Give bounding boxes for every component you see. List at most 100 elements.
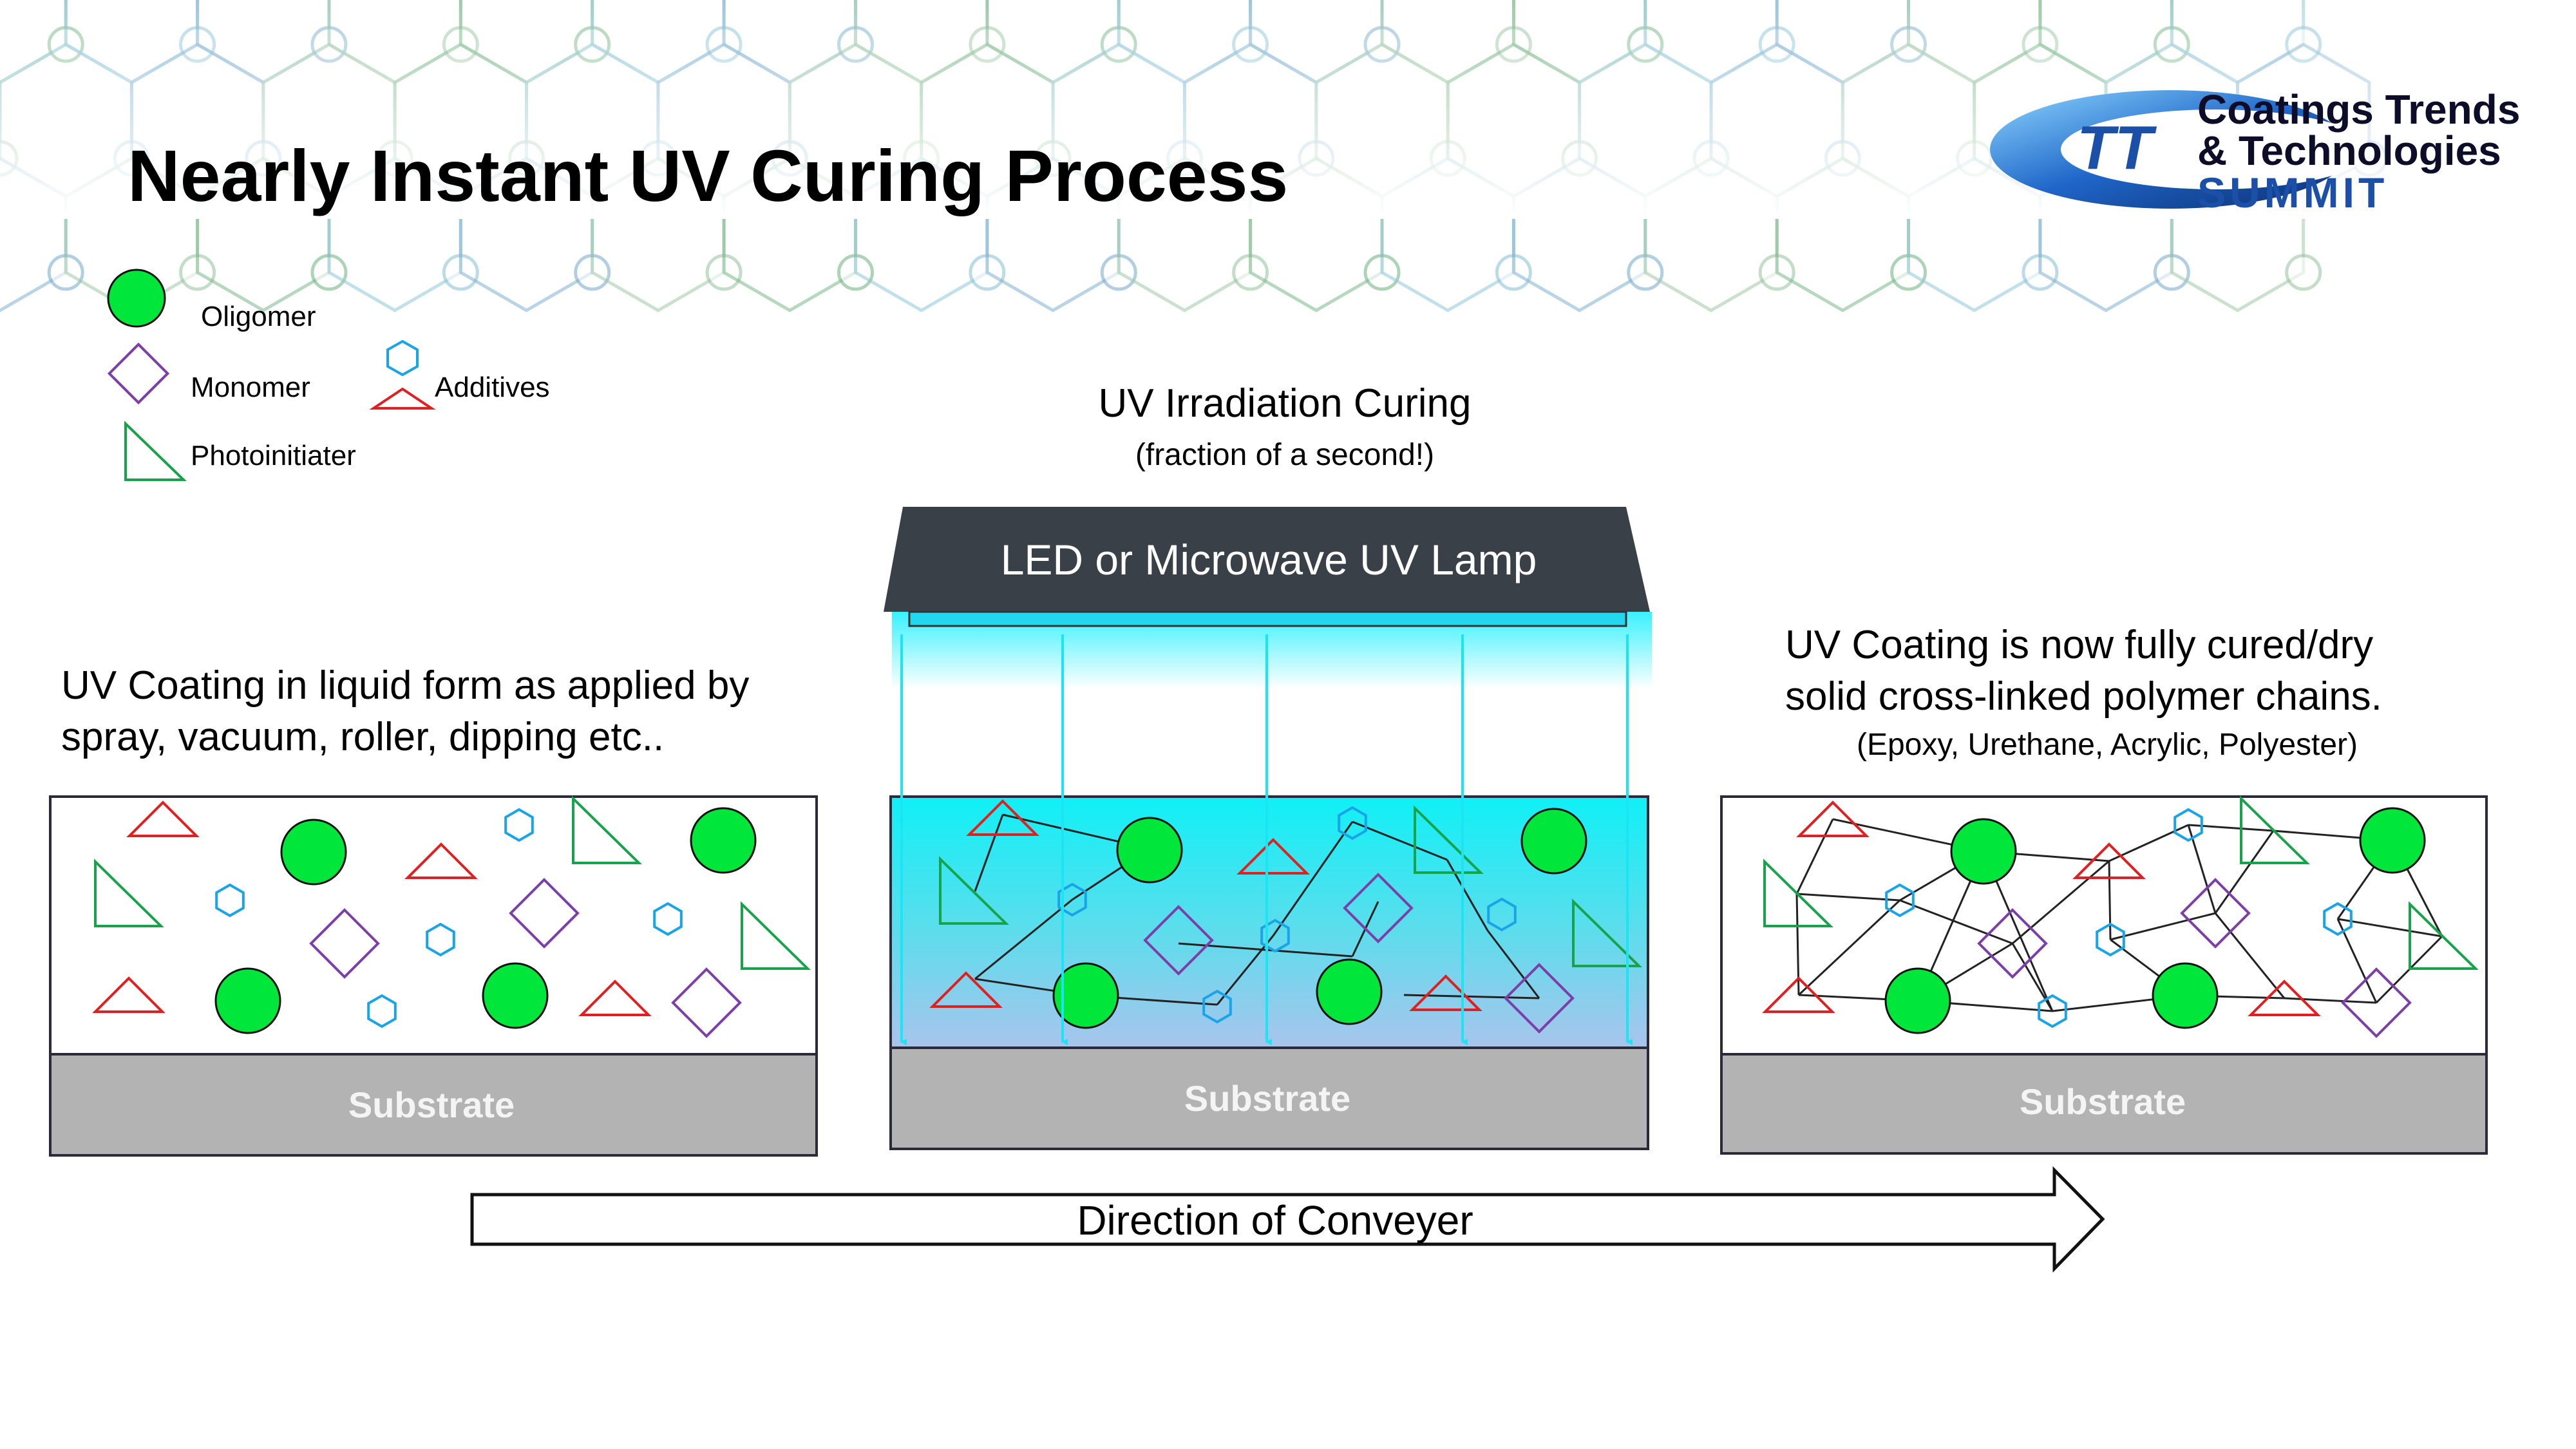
crosslink-line (2337, 918, 2443, 938)
oligomer-icon (1316, 958, 1383, 1025)
additive-hexagon-icon (426, 922, 455, 957)
additive-triangle-icon (966, 799, 1039, 836)
crosslink-line (2214, 913, 2286, 999)
lamp-label: LED or Microwave UV Lamp (1001, 536, 1537, 583)
oligomer-icon (280, 819, 347, 886)
liquid-coating-panel: Substrate (49, 795, 818, 1157)
additive-hexagon-icon (1260, 918, 1290, 953)
lamp-housing (884, 507, 1650, 612)
conveyer-arrow-shape (470, 1166, 2105, 1273)
photoinitiator-icon (2409, 901, 2479, 970)
crosslink-line (1352, 820, 1448, 861)
photoinitiator-icon (1414, 805, 1484, 874)
monomer-icon (671, 967, 742, 1038)
monomer-icon (509, 878, 580, 949)
oligomer-icon (2359, 807, 2426, 874)
additive-triangle-icon (126, 800, 200, 837)
additive-triangle-icon (2072, 842, 2146, 879)
crosslink-line (2108, 860, 2112, 940)
molecules (1762, 795, 2479, 1038)
oligomer-icon (1520, 808, 1587, 875)
oligomer-icon (2152, 962, 2219, 1029)
photoinitiator-icon (124, 421, 187, 481)
oligomer-icon (1950, 818, 2017, 885)
crosslink-line (1797, 899, 1901, 996)
additive-hexagon-icon (2174, 808, 2203, 842)
substrate (49, 1053, 818, 1157)
crosslink-line (1272, 821, 1354, 936)
uv-stage-heading: UV Irradiation Curing (1099, 381, 1472, 426)
logo-mark: TT (2077, 113, 2157, 182)
uv-rays (900, 634, 1633, 1045)
crosslink-line (2110, 912, 2216, 941)
legend-monomer-label: Monomer (191, 372, 310, 403)
additive-hexagon-icon (1885, 883, 1915, 918)
crosslink-line (974, 814, 1004, 892)
additive-triangle-icon (404, 842, 478, 879)
photoinitiator-icon (741, 901, 811, 970)
conveyer-arrow-label: Direction of Conveyer (1077, 1197, 1473, 1244)
oligomer-icon (107, 269, 166, 328)
crosslink-line (2336, 918, 2378, 1003)
forming-crosslinks (974, 813, 1540, 1006)
oligomer-icon (214, 967, 281, 1034)
monomer-icon (2180, 878, 2251, 949)
uv-stage-subheading: (fraction of a second!) (1135, 438, 1434, 472)
cured-caption-line-1: UV Coating is now fully cured/dry (1785, 623, 2373, 667)
additive-hexagon-icon (1487, 897, 1517, 932)
conveyer-arrow: Direction of Conveyer (470, 1166, 2105, 1273)
substrate-label: Substrate (1184, 1078, 1350, 1119)
molecules (92, 795, 811, 1038)
crosslink-line (1216, 935, 1274, 1005)
crosslink-line (1486, 930, 1540, 999)
additive-triangle-icon (1762, 976, 1835, 1013)
substrate-label: Substrate (348, 1084, 515, 1125)
additive-hexagon-icon (1202, 989, 1232, 1024)
crosslink-line (2012, 860, 2110, 945)
oligomer-icon (690, 807, 757, 874)
legend: Oligomer Monomer Additives Photoinitiate… (107, 269, 550, 481)
additive-hexagon-icon (2038, 994, 2067, 1028)
substrate-label: Substrate (2020, 1081, 2186, 1122)
oligomer-icon (1052, 962, 1119, 1029)
crosslink-line (2214, 830, 2275, 914)
photoinitiator-icon (572, 795, 642, 864)
monomer-icon (1504, 963, 1575, 1034)
cured-caption-line-3: (Epoxy, Urethane, Acrylic, Polyester) (1857, 728, 2358, 762)
cured-coating-panel: Substrate (1720, 795, 2488, 1155)
liquid-caption-line-2: spray, vacuum, roller, dipping etc.. (61, 715, 664, 759)
crosslink-line (974, 898, 1073, 980)
photoinitiator-icon (939, 856, 1009, 925)
additive-triangle-icon (929, 971, 1003, 1008)
coating-layer (49, 795, 818, 1056)
monomer-icon (2341, 967, 2412, 1038)
crosslink-line (2284, 997, 2377, 1004)
additive-triangle-icon (1796, 800, 1870, 837)
coating-layer (1720, 795, 2488, 1056)
logo-swoosh-inner (2061, 109, 2370, 189)
oligomer-icon (1116, 817, 1183, 884)
monomer-icon (309, 908, 380, 979)
additive-hexagon-icon (1338, 806, 1367, 840)
legend-additives-label: Additives (435, 372, 550, 403)
lamp-emitter (908, 611, 1627, 627)
crosslink-line (2187, 824, 2217, 914)
oligomer-icon (482, 962, 549, 1029)
additive-hexagon-icon (504, 808, 534, 842)
legend-photoinitiator-label: Photoinitiater (191, 440, 356, 471)
additive-triangle-icon (369, 387, 436, 410)
additive-hexagon-icon (215, 883, 245, 918)
uv-lamp: LED or Microwave UV Lamp (884, 507, 1652, 689)
logo-line-2: & Technologies (2197, 128, 2501, 174)
additive-hexagon-icon (653, 902, 683, 936)
summit-logo: TT Coatings Trends & Technologies SUMMIT (1990, 86, 2520, 216)
additive-triangle-icon (578, 980, 652, 1016)
legend-oligomer-label: Oligomer (201, 301, 316, 332)
additive-triangle-icon (1236, 838, 1310, 875)
page-title: Nearly Instant UV Curing Process (128, 135, 1288, 216)
photoinitiator-icon (94, 858, 164, 927)
monomer-icon (1343, 873, 1414, 943)
monomer-icon (1977, 908, 2048, 979)
molecules (929, 799, 1642, 1034)
substrate (1720, 1053, 2488, 1155)
